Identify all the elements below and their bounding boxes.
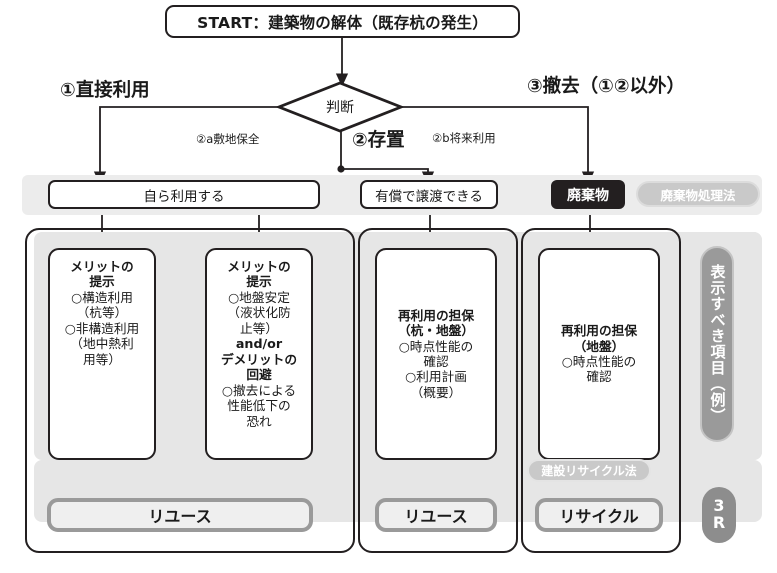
card-3-line-4: （概要） <box>410 384 462 400</box>
start-node: START：建築物の解体（既存杭の発生） <box>165 5 520 38</box>
output-reuse-left-label: リユース <box>148 507 212 526</box>
card-1-line-2: （杭等） <box>76 305 128 321</box>
right-rail-vertical-pill: 表示すべき項目（例） <box>700 246 734 442</box>
card-1-line-5: 用等） <box>82 351 122 367</box>
node-paid-transfer-label: 有償で譲渡できる <box>375 188 483 205</box>
card-merit-ground: メリットの 提示 ○地盤安定 （液状化防 止等） and/or デメリットの 回… <box>205 248 313 460</box>
card-2-heading-2: 提示 <box>246 274 272 290</box>
card-3-heading-1: 再利用の担保 <box>397 307 475 323</box>
card-1-line-4: （地中熱利 <box>70 336 134 352</box>
node-self-use: 自ら利用する <box>48 180 320 209</box>
decision-node-label: 判断 <box>279 95 401 119</box>
card-3-line-1: ○時点性能の <box>398 338 474 354</box>
three-r-pill: 3 R <box>702 487 736 543</box>
card-2-line-1: ○地盤安定 <box>228 289 290 305</box>
card-1-line-3: ○非構造利用 <box>64 320 140 336</box>
output-recycle-label: リサイクル <box>559 507 639 526</box>
card-2-line2-3: 恐れ <box>246 413 272 429</box>
card-2-line-3: 止等） <box>239 320 279 336</box>
card-reuse-guarantee-ground: 再利用の担保 （地盤） ○時点性能の 確認 <box>538 248 660 460</box>
card-4-line-1: ○時点性能の <box>561 354 637 369</box>
card-4-heading-1: 再利用の担保 <box>560 323 638 339</box>
decision-label-text: 判断 <box>326 100 354 116</box>
decision-diamond <box>275 81 405 133</box>
card-4-heading-2: （地盤） <box>573 338 625 354</box>
card-4-line-2: 確認 <box>586 369 612 385</box>
output-recycle: リサイクル <box>535 498 663 532</box>
group-container-self-use <box>25 228 355 553</box>
card-2-line2-1: ○撤去による <box>221 382 297 398</box>
card-2-line-2: （液状化防 <box>227 305 291 321</box>
node-waste-label: 廃棄物 <box>567 187 609 204</box>
card-2-heading2-1: デメリットの <box>220 351 298 367</box>
badge-construction-recycle-law-label: 建設リサイクル法 <box>541 464 637 478</box>
card-1-line-1: ○構造利用 <box>71 289 133 305</box>
card-1-heading-2: 提示 <box>89 274 115 290</box>
branch-label-site-preservation: ②a敷地保全 <box>196 132 260 146</box>
junction-dot <box>337 165 345 173</box>
group-container-paid-transfer <box>358 228 518 553</box>
node-waste: 廃棄物 <box>551 180 625 209</box>
branch-label-future-use: ②b将来利用 <box>432 131 496 145</box>
card-2-heading2-2: 回避 <box>246 367 272 383</box>
output-reuse-mid-label: リユース <box>404 507 468 526</box>
card-3-line-2: 確認 <box>423 354 449 369</box>
card-3-heading-2: （杭・地盤） <box>397 323 475 339</box>
card-2-connector: and/or <box>235 336 283 352</box>
card-merit-structural: メリットの 提示 ○構造利用 （杭等） ○非構造利用 （地中熱利 用等） <box>48 248 156 460</box>
right-rail-vertical-label: 表示すべき項目（例） <box>708 264 727 424</box>
output-reuse-left: リユース <box>47 498 313 532</box>
node-self-use-label: 自ら利用する <box>143 188 225 205</box>
group-container-waste <box>521 228 681 553</box>
badge-waste-management-law: 廃棄物処理法 <box>636 181 760 207</box>
branch-label-removal: ③撤去（①②以外） <box>527 76 685 97</box>
node-paid-transfer: 有償で譲渡できる <box>360 180 498 209</box>
badge-construction-recycle-law: 建設リサイクル法 <box>527 459 651 482</box>
card-reuse-guarantee-pile-ground: 再利用の担保 （杭・地盤） ○時点性能の 確認 ○利用計画 （概要） <box>375 248 497 460</box>
badge-waste-management-law-label: 廃棄物処理法 <box>660 187 736 203</box>
branch-label-direct-use: ①直接利用 <box>60 80 150 101</box>
output-reuse-mid: リユース <box>375 498 497 532</box>
card-2-heading-1: メリットの <box>227 259 291 274</box>
three-r-line-1: 3 <box>713 496 725 516</box>
card-1-heading-1: メリットの <box>70 259 134 274</box>
three-r-line-2: R <box>712 513 726 532</box>
card-3-line-3: ○利用計画 <box>405 369 467 385</box>
card-2-line2-2: 性能低下の <box>227 398 291 414</box>
start-label: START：建築物の解体（既存杭の発生） <box>197 13 488 32</box>
branch-label-storage: ②存置 <box>352 130 405 151</box>
